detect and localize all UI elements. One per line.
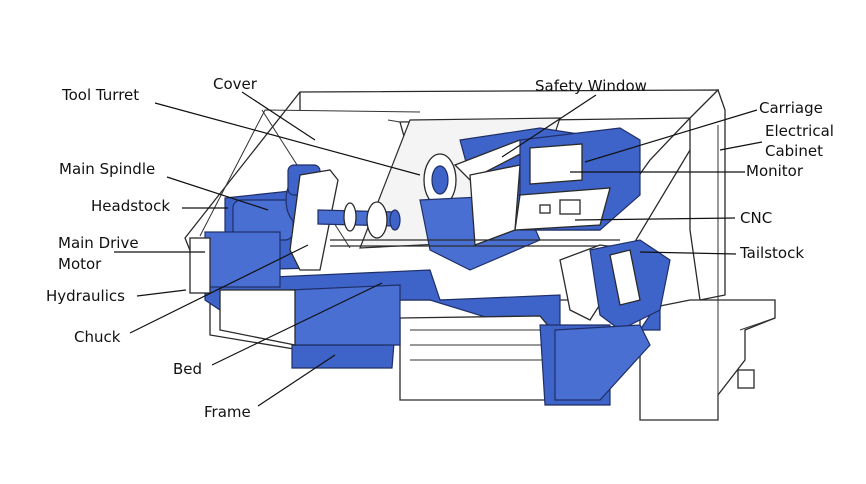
label-chuck: Chuck [74,328,121,346]
label-main-drive-motor-line1: Main Drive [58,234,139,252]
control-panel [514,127,641,231]
headstock-assembly [189,164,401,294]
label-tailstock: Tailstock [740,244,805,262]
label-electrical-cabinet-line1: Electrical [765,122,834,140]
label-headstock: Headstock [91,197,171,215]
label-frame: Frame [204,403,251,421]
tailstock-unit [554,239,671,401]
label-main-spindle: Main Spindle [59,160,156,178]
label-safety-window: Safety Window [535,77,647,95]
leader-lines [114,91,763,407]
label-monitor: Monitor [746,162,804,180]
electrical-cabinet [639,88,776,421]
label-tool-turret: Tool Turret [62,86,140,104]
label-hydraulics: Hydraulics [46,287,125,305]
label-carriage: Carriage [759,99,823,117]
label-cnc: CNC [740,209,773,227]
label-main-drive-motor-line2: Motor [58,255,102,273]
label-cover: Cover [213,75,257,93]
label-bed: Bed [173,360,203,378]
label-electrical-cabinet-line2: Cabinet [765,142,823,160]
